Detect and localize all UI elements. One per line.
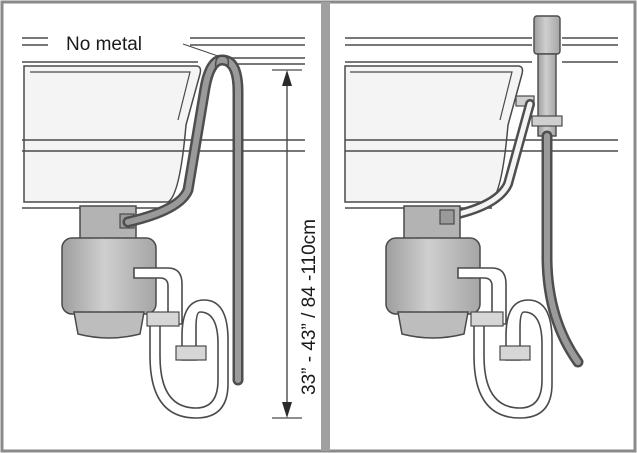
dishwasher-drain-hose-highlight [544, 133, 581, 365]
hose-hook [214, 55, 230, 71]
sink-rim [30, 71, 191, 121]
drain-hose-highlight [125, 56, 241, 383]
right-panel [344, 15, 618, 419]
no-metal-label: No metal [66, 34, 142, 55]
disposal-bottom [73, 311, 145, 339]
air-gap-clamp [531, 115, 563, 127]
trap-nut [470, 311, 504, 327]
disposal-bottom [397, 311, 469, 339]
panel-divider [321, 2, 330, 451]
disposal-inlet-fitting [439, 209, 455, 225]
sink-basin [344, 65, 524, 203]
air-gap-cap [533, 15, 561, 55]
trap-nut [146, 311, 180, 327]
trap-nut [499, 345, 531, 361]
label-leader-line [182, 43, 219, 57]
height-arrow-head-top [282, 70, 292, 86]
sink-basin [23, 65, 202, 203]
sink-rim [350, 71, 513, 121]
height-arrow-head-bottom [282, 402, 292, 418]
left-panel: No metal 33” - 43” / 84 -110cm [22, 34, 320, 419]
height-label: 33” - 43” / 84 -110cm [299, 219, 320, 395]
trap-nut [175, 345, 207, 361]
